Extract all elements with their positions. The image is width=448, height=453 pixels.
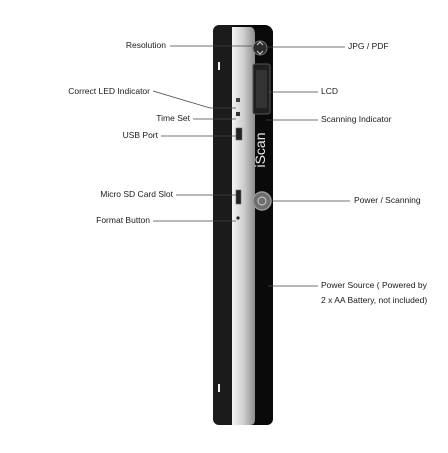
brand-logo-text: iScan bbox=[252, 132, 268, 167]
usb-port-icon bbox=[235, 127, 243, 141]
scanner-silver-face bbox=[232, 27, 255, 425]
label-time-set: Time Set bbox=[156, 113, 190, 123]
label-power-source-line1: Power Source ( Powered by bbox=[321, 280, 427, 290]
label-lcd: LCD bbox=[321, 86, 339, 96]
label-format-button: Format Button bbox=[96, 215, 150, 225]
format-button-icon bbox=[236, 216, 240, 220]
label-power-scanning: Power / Scanning bbox=[354, 195, 421, 205]
label-correct-led-indicator: Correct LED Indicator bbox=[68, 86, 150, 96]
scanner-left-edge bbox=[213, 25, 233, 425]
label-resolution: Resolution bbox=[125, 40, 166, 50]
led-indicator-icon bbox=[236, 98, 240, 102]
sd-slot-icon bbox=[235, 189, 242, 205]
label-power-source-line2: 2 x AA Battery, not included) bbox=[321, 295, 428, 305]
scanner-right-strip bbox=[255, 27, 273, 425]
label-jpg-pdf: JPG / PDF bbox=[348, 41, 389, 51]
leader-lines-right bbox=[266, 46, 350, 287]
resolution-button-icon bbox=[252, 40, 268, 56]
label-scanning-indicator: Scanning Indicator bbox=[321, 114, 392, 124]
time-set-button-icon bbox=[236, 112, 240, 116]
label-micro-sd-card-slot: Micro SD Card Slot bbox=[100, 189, 173, 199]
leader-lines-left bbox=[152, 45, 252, 222]
label-usb-port: USB Port bbox=[122, 130, 158, 140]
power-scan-button-icon bbox=[252, 191, 272, 211]
